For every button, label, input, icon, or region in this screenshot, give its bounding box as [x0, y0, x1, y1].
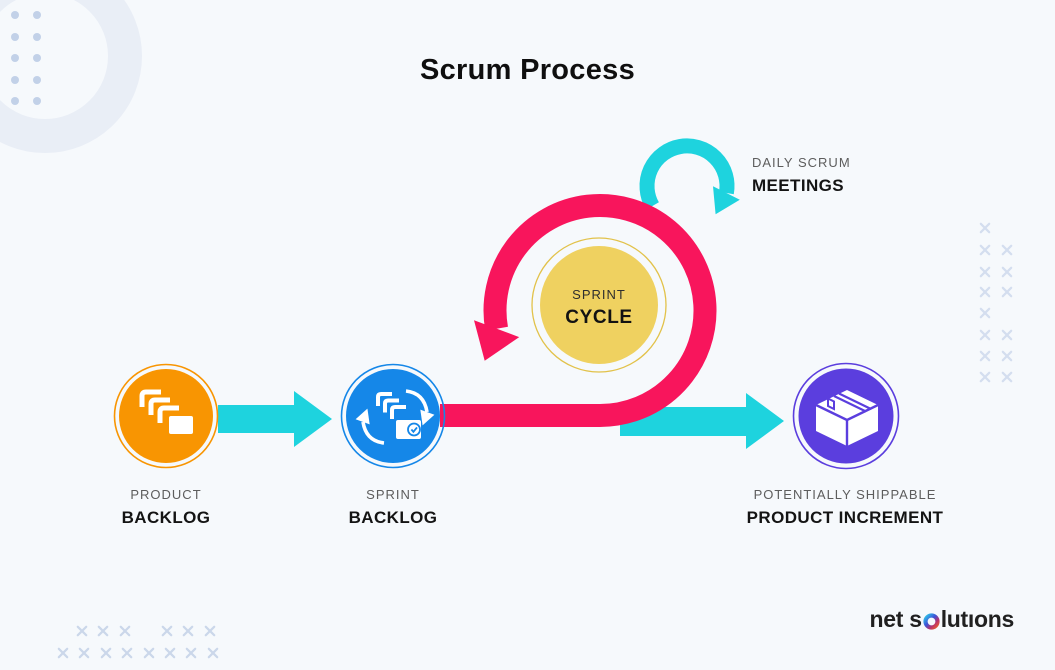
package-box-icon — [815, 390, 879, 446]
sprint-cycle-circle — [531, 237, 667, 373]
product-increment-label-line2: PRODUCT INCREMENT — [746, 508, 944, 527]
stacked-cards-icon — [139, 389, 193, 434]
netsolutions-logo: net s lutıons — [869, 606, 1015, 633]
sprint-cycle-label-line2: CYCLE — [565, 307, 633, 328]
product-backlog-node — [113, 363, 219, 469]
decor-xmarks-right — [979, 222, 1013, 383]
product-increment-node — [792, 362, 900, 470]
daily-scrum-label-line2: MEETINGS — [752, 176, 844, 195]
decor-xmarks-bottom-left — [57, 625, 219, 659]
page-title: Scrum Process — [419, 54, 636, 86]
sprint-cycle-label-line1: SPRINT — [572, 287, 626, 302]
sprint-backlog-node — [340, 363, 446, 469]
sprint-cycle-loop-arrow — [440, 194, 717, 427]
logo-text-left: net s — [869, 606, 922, 632]
product-increment-label: POTENTIALLY SHIPPABLE PRODUCT INCREMENT — [747, 487, 944, 528]
product-backlog-label: PRODUCT BACKLOG — [122, 487, 211, 528]
decor-dot-grid — [11, 11, 41, 105]
sprint-backlog-label: SPRINT BACKLOG — [349, 487, 438, 528]
flow-arrow-product-to-sprint — [218, 391, 332, 447]
decor-corner-ring — [0, 0, 142, 153]
cards-sync-check-icon — [355, 389, 435, 445]
sprint-backlog-label-line2: BACKLOG — [348, 508, 438, 527]
sprint-cycle-label: SPRINT CYCLE — [565, 287, 632, 329]
sprint-backlog-label-line1: SPRINT — [366, 487, 420, 502]
logo-text-right: lutıons — [940, 606, 1015, 632]
product-backlog-label-line1: PRODUCT — [130, 487, 202, 502]
rainbow-ring-o — [923, 612, 940, 630]
daily-scrum-label: DAILY SCRUM MEETINGS — [752, 155, 851, 196]
product-increment-label-line1: POTENTIALLY SHIPPABLE — [753, 487, 937, 502]
product-backlog-label-line2: BACKLOG — [121, 508, 211, 527]
daily-scrum-loop-arrow — [639, 138, 740, 215]
daily-scrum-label-line1: DAILY SCRUM — [752, 155, 851, 170]
